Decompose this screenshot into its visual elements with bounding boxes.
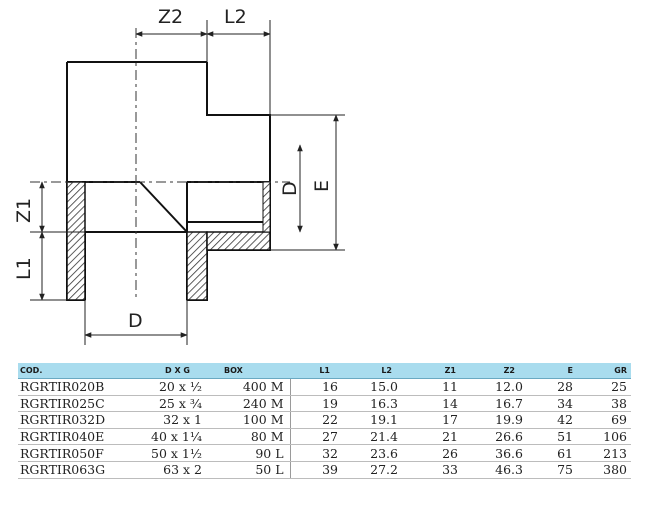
cell-e: 28: [535, 378, 585, 396]
cell-box: 240 M: [210, 395, 290, 413]
l1-label: L1: [13, 257, 35, 280]
cell-dxg: 50 x 1½: [128, 444, 210, 462]
cell-e: 61: [535, 444, 585, 462]
cell-z1: 17: [410, 411, 470, 429]
cell-l2: 27.2: [350, 461, 410, 479]
top-dimensions: [135, 20, 271, 115]
cell-cod: RGRTIR063G: [18, 461, 128, 479]
cell-l2: 21.4: [350, 428, 410, 446]
cell-cod: RGRTIR025C: [18, 395, 128, 413]
header-l2: L2: [350, 363, 410, 379]
cell-e: 42: [535, 411, 585, 429]
cell-cod: RGRTIR020B: [18, 378, 128, 396]
d-side-label: D: [279, 181, 301, 196]
cell-gr: 38: [585, 395, 631, 413]
cell-l1: 32: [289, 444, 350, 462]
fitting-outline: [66, 61, 271, 301]
e-label: E: [311, 180, 333, 192]
cell-z2: 19.9: [470, 411, 535, 429]
cell-l2: 15.0: [350, 378, 410, 396]
cell-gr: 106: [585, 428, 631, 446]
tee-fitting-drawing: Z2 L2 Z1 L1 D E D: [13, 6, 345, 345]
cell-e: 75: [535, 461, 585, 479]
header-z2: Z2: [470, 363, 535, 379]
header-gr: GR: [585, 363, 631, 379]
cell-dxg: 20 x ½: [128, 378, 210, 396]
header-cod: COD.: [18, 363, 128, 379]
table-row: RGRTIR063G 63 x 2 50 L 39 27.2 33 46.3 7…: [18, 461, 631, 479]
cell-dxg: 25 x ¾: [128, 395, 210, 413]
cell-gr: 213: [585, 444, 631, 462]
table-row: RGRTIR040E 40 x 1¼ 80 M 27 21.4 21 26.6 …: [18, 428, 631, 446]
cell-gr: 380: [585, 461, 631, 479]
cell-l1: 16: [289, 378, 350, 396]
cell-dxg: 32 x 1: [128, 411, 210, 429]
cell-z2: 26.6: [470, 428, 535, 446]
l2-label: L2: [224, 6, 247, 28]
cell-l1: 22: [289, 411, 350, 429]
center-lines: [30, 28, 290, 300]
cell-dxg: 63 x 2: [128, 461, 210, 479]
cell-box: 100 M: [210, 411, 290, 429]
header-box: BOX: [210, 363, 290, 379]
cell-box: 80 M: [210, 428, 290, 446]
cell-box: 50 L: [210, 461, 290, 479]
table-row: RGRTIR020B 20 x ½ 400 M 16 15.0 11 12.0 …: [18, 378, 631, 396]
header-dxg: D X G: [128, 363, 210, 379]
header-l1: L1: [290, 363, 350, 379]
header-z1: Z1: [410, 363, 470, 379]
bottom-dimension: [84, 300, 188, 345]
cell-gr: 69: [585, 411, 631, 429]
cell-z1: 26: [410, 444, 470, 462]
header-e: E: [535, 363, 585, 379]
cell-box: 400 M: [210, 378, 290, 396]
table-header-row: COD. D X G BOX L1 L2 Z1 Z2 E GR: [18, 363, 631, 379]
cell-z2: 12.0: [470, 378, 535, 396]
left-dimensions: [30, 181, 85, 301]
cell-e: 51: [535, 428, 585, 446]
cell-z1: 21: [410, 428, 470, 446]
cell-l1: 19: [289, 395, 350, 413]
cell-cod: RGRTIR050F: [18, 444, 128, 462]
cell-z2: 46.3: [470, 461, 535, 479]
spec-table: COD. D X G BOX L1 L2 Z1 Z2 E GR RGRTIR02…: [18, 363, 631, 479]
cell-box: 90 L: [210, 444, 290, 462]
cell-cod: RGRTIR040E: [18, 428, 128, 446]
cell-z1: 14: [410, 395, 470, 413]
z1-label: Z1: [13, 198, 35, 223]
cell-z2: 36.6: [470, 444, 535, 462]
cell-z1: 11: [410, 378, 470, 396]
table-row: RGRTIR025C 25 x ¾ 240 M 19 16.3 14 16.7 …: [18, 395, 631, 413]
table-row: RGRTIR032D 32 x 1 100 M 22 19.1 17 19.9 …: [18, 411, 631, 429]
right-dimensions: [270, 114, 345, 251]
cell-l1: 39: [289, 461, 350, 479]
cell-z1: 33: [410, 461, 470, 479]
cell-z2: 16.7: [470, 395, 535, 413]
hatched-walls: [66, 181, 271, 301]
cell-l1: 27: [289, 428, 350, 446]
cell-l2: 23.6: [350, 444, 410, 462]
cell-gr: 25: [585, 378, 631, 396]
cell-e: 34: [535, 395, 585, 413]
d-bottom-label: D: [128, 310, 143, 332]
cell-cod: RGRTIR032D: [18, 411, 128, 429]
table-row: RGRTIR050F 50 x 1½ 90 L 32 23.6 26 36.6 …: [18, 444, 631, 462]
cell-dxg: 40 x 1¼: [128, 428, 210, 446]
cell-l2: 16.3: [350, 395, 410, 413]
z2-label: Z2: [158, 6, 183, 28]
cell-l2: 19.1: [350, 411, 410, 429]
